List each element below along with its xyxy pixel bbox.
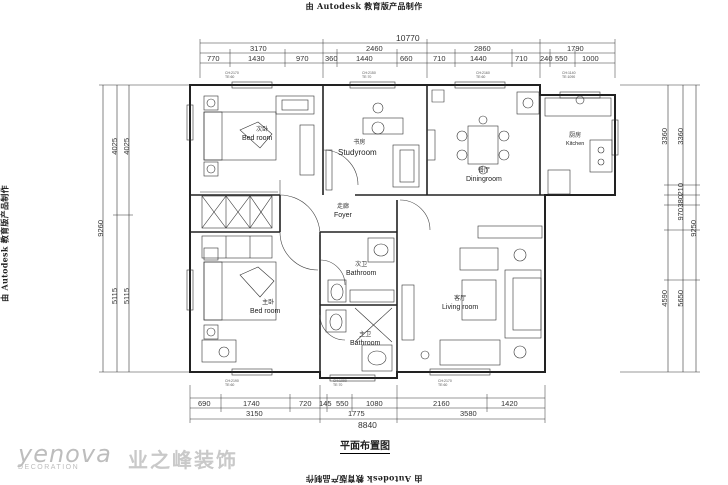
ceiling-note: CH:2170 TE:60: [438, 379, 452, 388]
dim-top-minor: 770: [207, 54, 220, 63]
dim-left-inner: 5115: [122, 288, 131, 305]
room-cn: 主卫: [359, 332, 372, 338]
dim-top-minor: 1430: [248, 54, 265, 63]
room-cn: 主卧: [262, 300, 275, 306]
dim-bottom-minor: 1420: [501, 399, 518, 408]
dim-left-inner: 4025: [122, 138, 131, 155]
ceiling-note: CH:2150 TE:70: [362, 71, 376, 80]
ceiling-note: CH:2160 TE:60: [476, 71, 490, 80]
dim-top-minor: 1000: [582, 54, 599, 63]
room-en: Bed room: [242, 134, 273, 142]
brand-logo: yenova DECORATION: [18, 440, 112, 471]
dim-bottom-minor: 720: [299, 399, 312, 408]
dim-bottom-minor: 2160: [433, 399, 450, 408]
dim-top-major: 1790: [567, 44, 584, 53]
room-en: Living room: [442, 303, 479, 311]
ceiling-note: CH:2170 TE:60: [225, 71, 239, 80]
room-cn: 厨房: [569, 133, 582, 139]
dim-bottom-minor: 1740: [243, 399, 260, 408]
dim-left-inner: 5115: [110, 288, 119, 305]
dim-bottom-major: 3580: [460, 409, 477, 418]
dim-top-major: 2860: [474, 44, 491, 53]
dim-right-inner: 4590: [660, 290, 669, 307]
watermark-bottom: 由 Autodesk 教育版产品制作: [305, 474, 423, 484]
room-en: Diningroom: [466, 175, 502, 183]
watermark-left: 由 Autodesk 教育版产品制作: [0, 185, 10, 302]
dim-left-inner: 4025: [110, 138, 119, 155]
dim-bottom-total: 8840: [358, 420, 377, 430]
room-en: Bathroom: [346, 269, 377, 277]
plan-title: 平面布置图: [340, 437, 390, 454]
dim-right-inner: 970: [676, 208, 685, 221]
dim-top-minor: 710: [515, 54, 528, 63]
dim-top-minor: 1440: [470, 54, 487, 63]
dim-left-outer: 9260: [96, 220, 105, 237]
room-en: Foyer: [334, 211, 352, 219]
room-en: Kitchen: [566, 140, 585, 147]
room-cn: 走廊: [336, 204, 349, 210]
dim-right-inner: 5650: [676, 290, 685, 307]
ceiling-note: CH:1090 TE:70: [333, 379, 347, 388]
room-en: Bed room: [250, 307, 281, 315]
dim-right-inner: 380: [676, 195, 685, 208]
brand-name: 业之峰装饰: [128, 448, 238, 472]
dim-top-minor: 1440: [356, 54, 373, 63]
dim-top-major: 2460: [366, 44, 383, 53]
dim-bottom-minor: 145: [319, 399, 332, 408]
brand-logo-text: yenova: [18, 440, 112, 468]
dim-bottom-minor: 550: [336, 399, 349, 408]
dim-top-total: 10770: [396, 33, 420, 43]
room-cn: 次卫: [355, 262, 368, 268]
brand-logo-sub: DECORATION: [18, 464, 80, 471]
room-en: Bathroom: [350, 339, 381, 347]
dim-bottom-major: 1775: [348, 409, 365, 418]
ceiling-note: CH:1140 TE:1090: [562, 71, 576, 80]
dim-top-minor: 550: [555, 54, 568, 63]
room-cn: 书房: [353, 140, 366, 146]
room-cn: 餐厅: [477, 168, 490, 174]
dim-right-outer: 9250: [689, 220, 698, 237]
dim-right-inner: 3360: [660, 128, 669, 145]
dim-top-minor: 710: [433, 54, 446, 63]
dim-top-minor: 660: [400, 54, 413, 63]
dim-top-major: 3170: [250, 44, 267, 53]
dim-bottom-major: 3150: [246, 409, 263, 418]
dim-top-minor: 360: [325, 54, 338, 63]
dim-top-minor: 240: [540, 54, 553, 63]
room-cn: 次卧: [256, 127, 269, 133]
ceiling-note: CH:2190 TE:60: [225, 379, 239, 388]
dim-bottom-minor: 1080: [366, 399, 383, 408]
dim-right-inner: 3360: [676, 128, 685, 145]
room-cn: 客厅: [454, 296, 467, 302]
dim-top-minor: 970: [296, 54, 309, 63]
dim-right-inner: 210: [676, 183, 685, 196]
watermark-top: 由 Autodesk 教育版产品制作: [305, 1, 423, 11]
dim-bottom-minor: 690: [198, 399, 211, 408]
room-en: Studyroom: [338, 147, 377, 157]
